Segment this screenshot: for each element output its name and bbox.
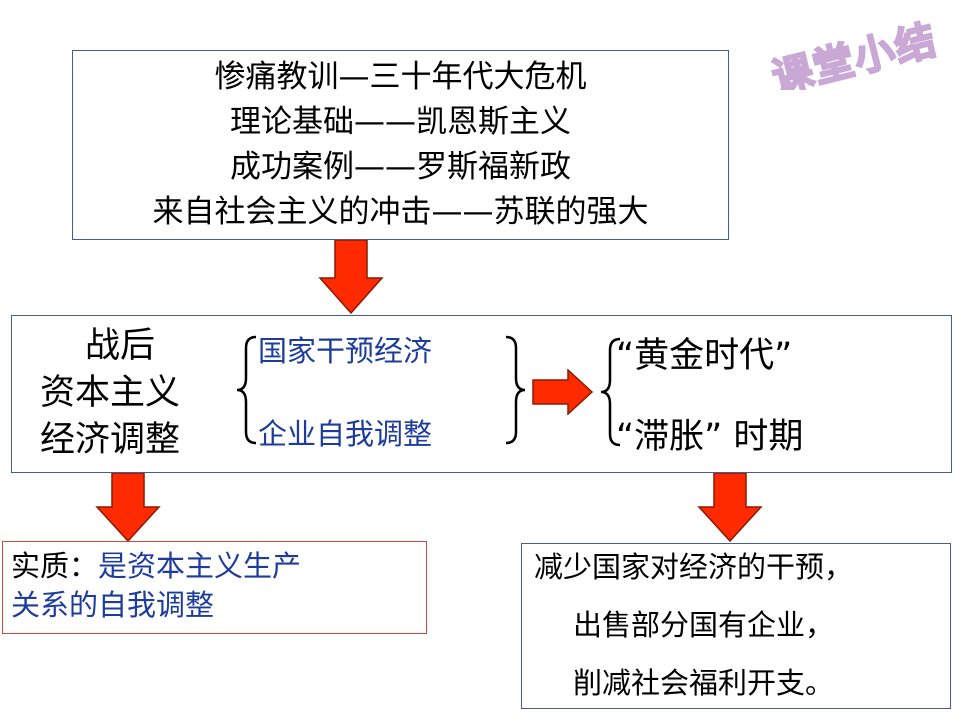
cause-theory: 理论基础——凯恩斯主义 <box>230 104 571 140</box>
left-brace-measures <box>236 335 257 445</box>
essence-box: 实质：是资本主义生产 关系的自我调整 <box>2 541 427 634</box>
subject-line-1: 战后 <box>85 326 156 366</box>
down-arrow-top <box>318 240 384 315</box>
subject-line-3: 经济调整 <box>40 420 181 460</box>
essence-label: 实质： <box>11 549 99 583</box>
response-box: 减少国家对经济的干预， 出售部分国有企业， 削减社会福利开支。 <box>521 543 951 709</box>
response-line-1: 减少国家对经济的干预， <box>534 550 854 584</box>
left-brace-outcomes <box>600 337 621 447</box>
essence-text-1: 是资本主义生产 <box>98 549 302 583</box>
lesson-summary-stamp: 课堂小结 <box>767 16 943 90</box>
subject-line-2: 资本主义 <box>40 373 181 413</box>
response-line-2: 出售部分国有企业， <box>573 608 835 642</box>
essence-line-1: 实质：是资本主义生产 <box>11 549 301 583</box>
right-brace-measures <box>505 335 526 445</box>
stamp-text: 课堂小结 <box>768 17 942 90</box>
measure-state-intervention: 国家干预经济 <box>258 334 433 368</box>
causes-box: 惨痛教训—三十年代大危机 理论基础——凯恩斯主义 成功案例——罗斯福新政 来自社… <box>72 50 729 240</box>
outcome-stagflation: “滞胀” 时期 <box>616 417 804 457</box>
adjustment-box: 战后 资本主义 经济调整 国家干预经济 企业自我调整 “黄金时代” “滞胀” 时… <box>11 315 952 473</box>
outcome-golden-age: “黄金时代” <box>616 336 793 376</box>
cause-socialism: 来自社会主义的冲击——苏联的强大 <box>152 194 649 230</box>
essence-line-2: 关系的自我调整 <box>11 588 215 622</box>
down-arrow-right <box>697 473 763 543</box>
measure-enterprise-adjustment: 企业自我调整 <box>258 417 433 451</box>
right-arrow-outcomes <box>532 369 594 415</box>
down-arrow-left <box>95 473 161 543</box>
cause-lesson: 惨痛教训—三十年代大危机 <box>214 59 587 95</box>
cause-case: 成功案例——罗斯福新政 <box>230 149 571 185</box>
response-line-3: 削减社会福利开支。 <box>573 666 835 700</box>
